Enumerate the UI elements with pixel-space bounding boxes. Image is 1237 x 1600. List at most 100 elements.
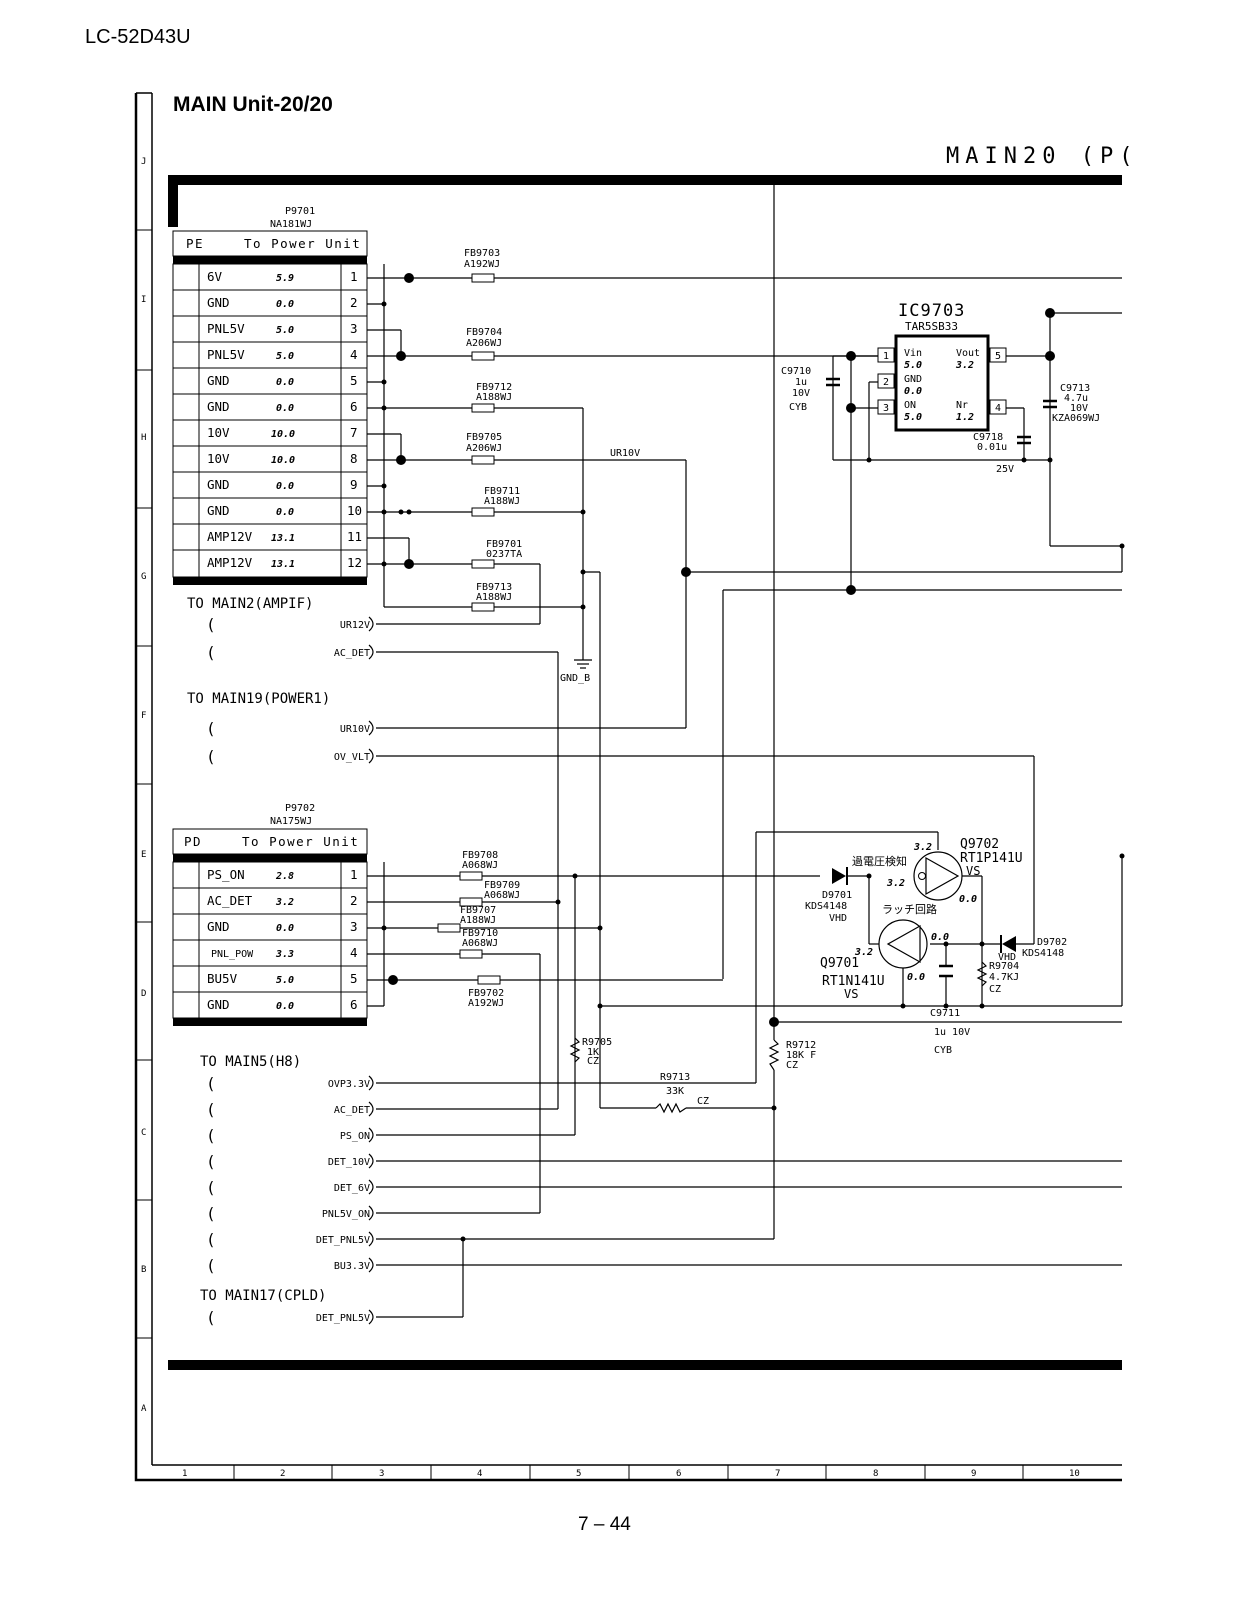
d9701-net: VHD [829, 913, 847, 924]
port-bracket: ( [208, 643, 214, 662]
p9701-pin-4-number: 4 [350, 347, 358, 362]
fb9701-part: 0237TA [486, 549, 522, 560]
port-signal-main5: DET_6V [334, 1183, 370, 1194]
ic9703-pin3-name: ON [904, 400, 916, 411]
d9701-part: KDS4148 [805, 901, 847, 912]
ic9703-pin2-volt: 0.0 [904, 386, 922, 397]
port-signal-main2: UR12V [340, 620, 370, 631]
fb9703-part: A192WJ [464, 259, 500, 270]
page-number: 7 – 44 [578, 1514, 631, 1535]
r9713-type: CZ [697, 1096, 709, 1107]
c9710-voltage: 10V [792, 388, 810, 399]
fb9707-ref: FB9707 [460, 905, 496, 916]
r9704-ref: R9704 [989, 961, 1019, 972]
port-flag [368, 1257, 374, 1273]
off-page-ports: TO MAIN2(AMPIF) TO MAIN19(POWER1) TO MAI… [187, 596, 374, 1327]
port-bracket: ( [208, 615, 214, 634]
grid-row-labels: J I H G F E D C B A [141, 157, 147, 1414]
fb9704-part: A206WJ [466, 338, 502, 349]
r9712-value: 18K F [786, 1050, 816, 1061]
q9701-v-in: 3.2 [854, 947, 873, 958]
fb9701-ref: FB9701 [486, 539, 522, 550]
gnd-b-label: GND_B [560, 673, 590, 684]
grid-col-labels: 1 2 3 4 5 6 7 8 9 10 [182, 1469, 1080, 1479]
port-flag [368, 616, 374, 632]
grid-col-10: 10 [1069, 1469, 1080, 1479]
ic9703-pin5-num: 5 [995, 351, 1001, 362]
q9702-jp-label: 過電圧検知 [852, 854, 907, 868]
port-bracket: ( [208, 1074, 214, 1093]
p9701-pin-5-signal: GND [207, 373, 230, 388]
drawing-frame [134, 92, 1122, 1482]
grid-col-1: 1 [182, 1469, 187, 1479]
port-flag [368, 1127, 374, 1143]
port-signal-main5: OVP3.3V [328, 1079, 370, 1090]
fb9709-ref: FB9709 [484, 880, 520, 891]
p9701-pin-1-signal: 6V [207, 269, 223, 284]
p9701-pin-2-voltage: 0.0 [276, 299, 294, 310]
p9702-pin-5-signal: BU5V [207, 971, 238, 986]
c9713-value: 4.7u [1064, 393, 1088, 404]
ic9703-pin4-num: 4 [995, 403, 1001, 414]
p9701-pin-3-number: 3 [350, 321, 358, 336]
grid-row-f: F [141, 711, 146, 721]
p9702-ref: P9702 [285, 803, 315, 814]
port-signal-main19: OV_VLT [334, 752, 370, 763]
p9702-pin-3-voltage: 0.0 [276, 923, 294, 934]
c9710-type: CYB [789, 402, 807, 413]
p9701-pin-7-number: 7 [350, 425, 358, 440]
p9701-pin-1-number: 1 [350, 269, 358, 284]
fb9708-ref: FB9708 [462, 850, 498, 861]
p9701-pin-3-voltage: 5.0 [276, 325, 294, 336]
ic9703-pin4-name: Nr [956, 400, 968, 411]
c9713-ref: C9713 [1060, 383, 1090, 394]
fb9705-ref: FB9705 [466, 432, 502, 443]
port-title-main19: TO MAIN19(POWER1) [187, 691, 330, 707]
c9718-capacitor: C9718 0.01u 25V [973, 432, 1031, 475]
fb9712-ref: FB9712 [476, 382, 512, 393]
p9701-pin-12-signal: AMP12V [207, 555, 253, 570]
q9702-transistor: Q9702 RT1P141U VS 過電圧検知 3.2 3.2 0.0 [852, 837, 1023, 905]
r9713-resistor: R9713 33K CZ [655, 1072, 709, 1114]
ic9703-pin5-volt: 3.2 [955, 360, 974, 371]
fb9709-part: A068WJ [484, 890, 520, 901]
r9712-ref: R9712 [786, 1040, 816, 1051]
c9718-voltage: 25V [996, 464, 1014, 475]
model-number: LC-52D43U [85, 26, 191, 48]
port-bracket: ( [208, 1126, 214, 1145]
q9702-v-top: 3.2 [913, 842, 932, 853]
port-wires [376, 623, 1122, 1318]
ic9703-pin3-num: 3 [883, 403, 889, 414]
fb9703-ref: FB9703 [464, 248, 500, 259]
port-signal-main17: DET_PNL5V [316, 1313, 370, 1324]
p9701-part: NA181WJ [270, 219, 312, 230]
p9702-pin-4-number: 4 [350, 945, 358, 960]
p9701-pin-8-signal: 10V [207, 451, 230, 466]
p9701-tag: PE [186, 236, 204, 251]
q9701-v-top: 0.0 [931, 932, 949, 943]
c9710-value: 1u [795, 377, 807, 388]
p9701-pin-1-voltage: 5.9 [276, 273, 294, 284]
d9702-part: KDS4148 [1022, 948, 1064, 959]
port-bracket: ( [208, 1308, 214, 1327]
port-flag [368, 720, 374, 736]
port-signal-main5: DET_10V [328, 1157, 370, 1168]
p9701-pin-8-voltage: 10.0 [271, 455, 295, 466]
p9701-pin-10-signal: GND [207, 503, 230, 518]
port-title-main5: TO MAIN5(H8) [200, 1054, 301, 1070]
port-title-main17: TO MAIN17(CPLD) [200, 1288, 326, 1304]
ground-symbol: GND_B [560, 659, 592, 684]
p9702-pin-3-number: 3 [350, 919, 358, 934]
ic9703-part: TAR5SB33 [905, 320, 958, 333]
r9704-resistor: R9704 4.7KJ CZ [976, 961, 1019, 995]
p9702-pin-4-signal: PNL_POW [211, 949, 254, 960]
fb9705-part: A206WJ [466, 443, 502, 454]
port-flag [368, 1309, 374, 1325]
fb9711-ref: FB9711 [484, 486, 520, 497]
c9713-voltage: 10V [1070, 403, 1088, 414]
grid-row-e: E [141, 850, 146, 860]
r9713-ref: R9713 [660, 1072, 690, 1083]
p9701-pin-7-voltage: 10.0 [271, 429, 295, 440]
